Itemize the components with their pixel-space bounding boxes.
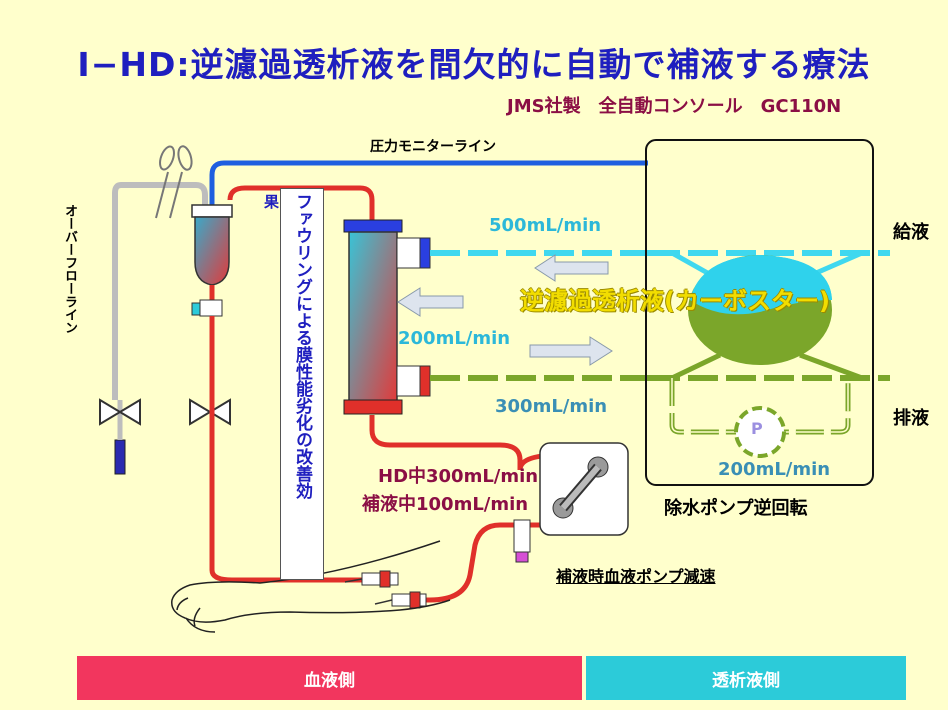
dialysate-side-bar: 透析液側 <box>586 656 906 700</box>
flow-200-label: 200mL/min <box>398 328 511 349</box>
flow-arrow-drain-icon <box>529 336 613 366</box>
arterial-line-bottom <box>398 522 525 603</box>
fouling-note-tail: 果 <box>264 193 280 211</box>
drip-chamber <box>194 216 230 286</box>
dialyzer-out-line <box>369 415 523 470</box>
fouling-note-text: ファウリングによる膜性能劣化の改善効 <box>292 193 312 499</box>
substitution-flow-label: 補液中100mL/min <box>362 494 529 515</box>
pressure-monitor-line <box>209 160 648 205</box>
console-box <box>645 139 874 486</box>
infusion-port <box>513 519 531 553</box>
overflow-line-label: オーバーフローライン <box>62 204 77 334</box>
scissors-icon <box>155 145 193 219</box>
balancing-chamber <box>688 255 832 365</box>
blood-pump-slowdown-label: 補液時血液ポンプ減速 <box>556 567 716 586</box>
overflow-line <box>112 182 132 400</box>
fouling-note-box <box>280 188 324 580</box>
flow-500-label: 500mL/min <box>489 215 602 236</box>
drain-label: 排液 <box>893 408 929 429</box>
patient-arm-icon <box>171 540 451 633</box>
console-maker-label: JMS社製 全自動コンソール GC110N <box>507 96 842 117</box>
arterial-line-top <box>227 185 375 222</box>
clamp-valve-left-icon <box>99 398 141 426</box>
removal-pump-icon <box>734 406 786 458</box>
arterial-needle-icon <box>374 591 427 609</box>
removal-pump-label: 除水ポンプ逆回転 <box>664 498 808 519</box>
flow-pump-200-label: 200mL/min <box>718 459 831 480</box>
overflow-line-top <box>132 182 208 208</box>
overflow-end-connector <box>114 439 126 475</box>
hd-flow-label: HD中300mL/min <box>378 466 539 487</box>
blood-side-bar: 血液側 <box>77 656 582 700</box>
substitution-fluid-label: 逆濾過透析液(カーボスター) <box>520 287 830 315</box>
flow-arrow-supply-icon <box>534 254 609 282</box>
pump-p-label: P <box>751 419 763 438</box>
flow-arrow-filtration-icon <box>397 287 464 317</box>
pressure-line-label: 圧力モニターライン <box>370 139 496 155</box>
supply-label: 給液 <box>893 222 929 243</box>
flow-300-label: 300mL/min <box>495 396 608 417</box>
venous-needle-icon <box>344 570 399 588</box>
dialyzer <box>348 231 398 403</box>
venous-line <box>209 316 380 583</box>
page-title: Ⅰ−HD:逆濾過透析液を間欠的に自動で補液する療法 <box>77 45 871 84</box>
clamp-valve-right-icon <box>189 398 231 426</box>
